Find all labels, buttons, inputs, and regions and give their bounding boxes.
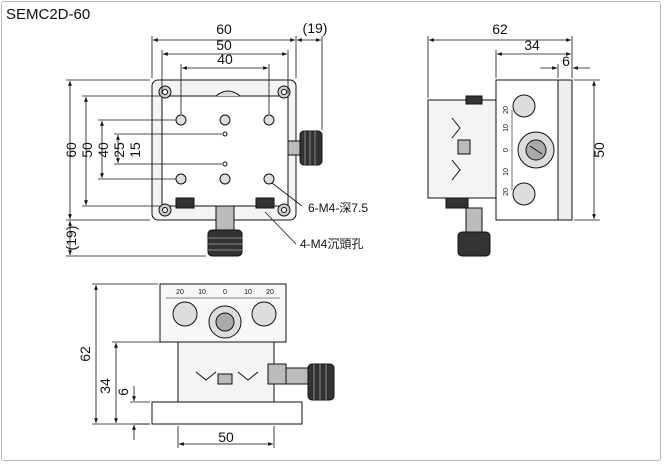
svg-text:20: 20 (503, 188, 510, 196)
note-tapped-holes: 6-M4-深7.5 (308, 201, 368, 215)
front-view (151, 283, 335, 425)
dim-top-width-40: 40 (217, 51, 233, 67)
front-right-knob (285, 363, 335, 401)
top-bottom-knob (207, 205, 243, 257)
svg-text:20: 20 (503, 106, 510, 114)
side-view-dimensions (427, 36, 600, 221)
model-number: SEMC2D-60 (6, 6, 91, 23)
note-counterbore-holes: 4-M4沉頭孔 (300, 237, 363, 251)
front-scale-ticks: 20 10 0 10 20 (176, 289, 274, 296)
front-base-plate (151, 401, 303, 425)
side-bottom-knob (457, 207, 491, 257)
dim-front-width-50: 50 (218, 429, 234, 445)
side-view (427, 79, 573, 257)
annotation-leaders (264, 182, 303, 245)
svg-text:20: 20 (176, 289, 184, 296)
side-scale-ticks: 20 10 0 10 20 (503, 106, 510, 196)
svg-text:10: 10 (503, 168, 510, 176)
counterbore-holes (158, 85, 291, 217)
dim-top-width-50: 50 (216, 37, 232, 53)
dim-top-height-60: 60 (63, 142, 79, 158)
dim-top-height-50: 50 (79, 142, 95, 158)
dim-top-knob-offset: (19) (303, 20, 328, 36)
dim-side-stage-34: 34 (524, 37, 540, 53)
dim-top-height-15: 15 (127, 142, 143, 158)
dim-front-height-62: 62 (77, 346, 93, 362)
side-base-flange (557, 79, 573, 221)
dim-front-base-6: 6 (115, 388, 131, 396)
dim-side-height-50: 50 (591, 142, 607, 158)
dim-top-height-25: 25 (111, 142, 127, 158)
svg-text:10: 10 (503, 124, 510, 132)
dim-top-height-40: 40 (95, 142, 111, 158)
dim-top-bottom-offset: (19) (63, 226, 79, 251)
dim-front-height-34: 34 (97, 378, 113, 394)
dim-top-width-60: 60 (216, 21, 232, 37)
svg-text:10: 10 (244, 289, 252, 296)
dim-side-depth-62: 62 (492, 21, 508, 37)
top-view-dimensions (66, 36, 323, 257)
front-view-dimensions (92, 283, 275, 448)
top-right-knob (287, 130, 323, 166)
dim-side-base-6: 6 (562, 53, 570, 69)
tapped-holes (175, 114, 275, 185)
svg-text:0: 0 (223, 289, 227, 296)
svg-text:20: 20 (266, 289, 274, 296)
top-view (151, 79, 323, 257)
svg-text:10: 10 (198, 289, 206, 296)
svg-text:0: 0 (503, 148, 510, 152)
front-lower-body (177, 341, 275, 403)
